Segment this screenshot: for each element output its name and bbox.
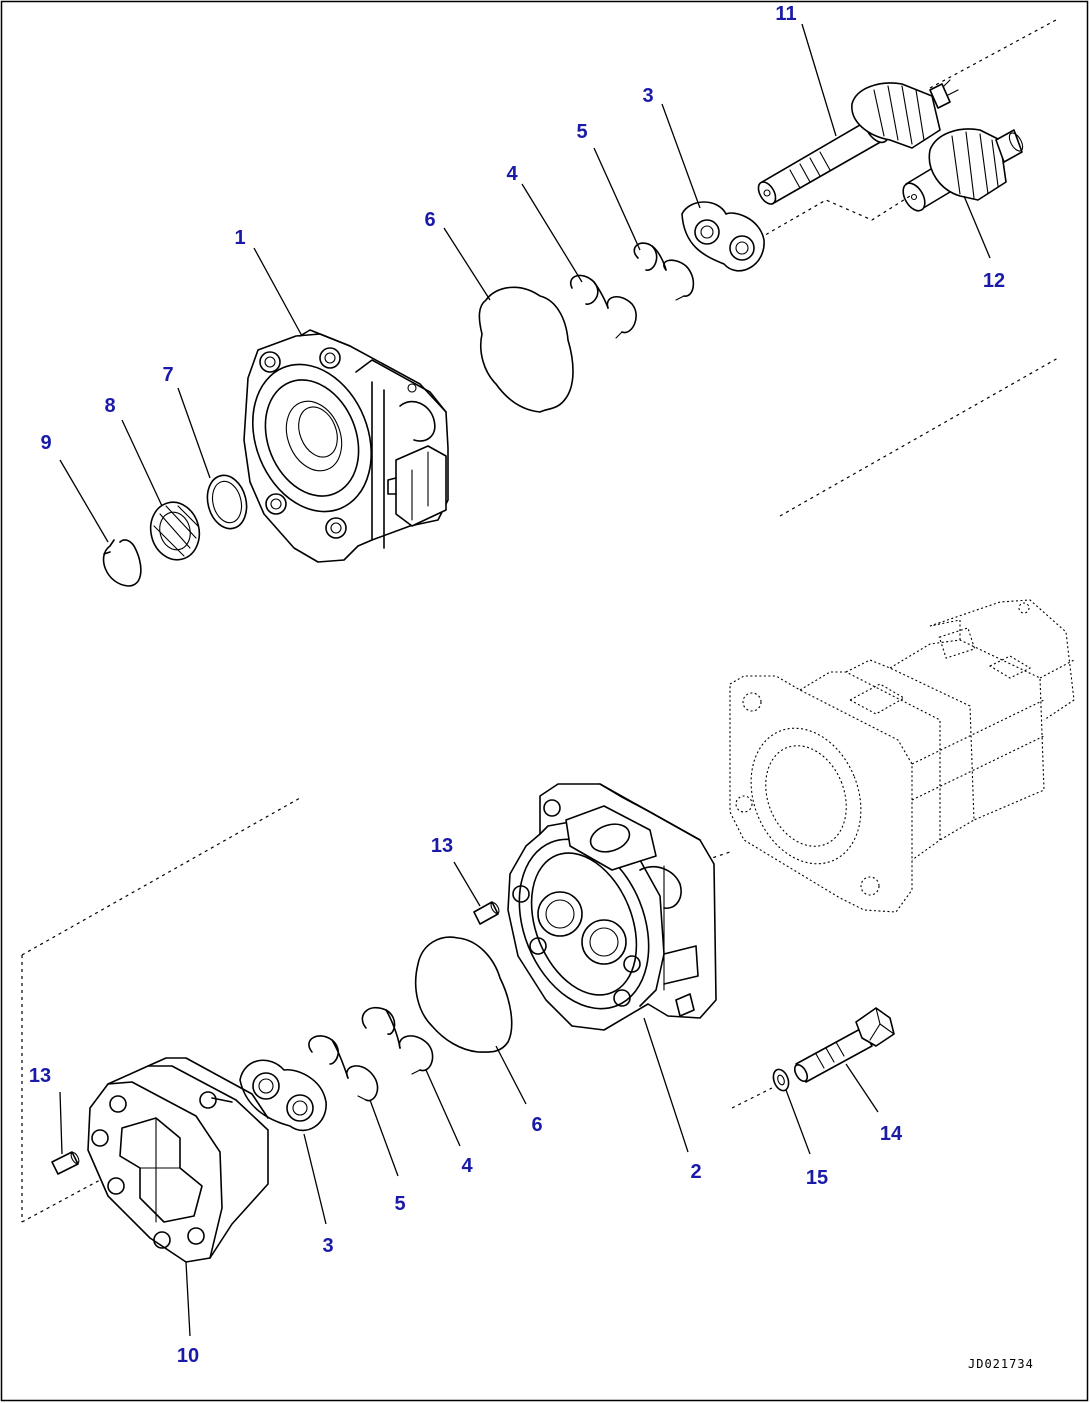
- part-13-dowel-pin-upper: [473, 901, 500, 925]
- part-3-bushing-plate-lower: [239, 1059, 327, 1132]
- callout-labels: 11 3 5 4 6 1 12 7 8 9 13 13 6 14 4 2 15 …: [29, 3, 1005, 1367]
- part-1-front-cover: [243, 329, 449, 563]
- callout-5-top: 5: [576, 121, 587, 143]
- shaft-alignment-line: [759, 195, 911, 239]
- part-8-oil-seal: [149, 501, 201, 561]
- callout-5-lower: 5: [394, 1193, 405, 1215]
- callout-11: 11: [775, 3, 796, 25]
- part-2-gear-case: [507, 783, 717, 1031]
- callout-6-lower: 6: [531, 1114, 542, 1136]
- part-6-gasket-lower: [414, 936, 513, 1053]
- callout-13-upper: 13: [431, 835, 453, 857]
- callout-4-lower: 4: [461, 1155, 473, 1177]
- callout-9: 9: [40, 432, 51, 454]
- callout-14: 14: [880, 1123, 903, 1145]
- assembly-guide-lines: [21, 19, 1059, 1223]
- diagram-code: JD021734: [968, 1357, 1034, 1371]
- part-11-drive-shaft: [757, 79, 959, 205]
- part-12-driven-gear: [902, 128, 1024, 212]
- callout-3-top: 3: [642, 85, 653, 107]
- callout-15: 15: [806, 1167, 828, 1189]
- callout-10: 10: [177, 1345, 199, 1367]
- part-4-backup-ring-top: [569, 274, 637, 339]
- callout-6-top: 6: [424, 209, 435, 231]
- part-4-backup-ring-lower: [361, 1006, 434, 1075]
- part-13-dowel-pin-lower: [51, 1151, 80, 1175]
- part-3-bushing-plate-top: [681, 201, 765, 272]
- callout-4-top: 4: [506, 163, 518, 185]
- callout-7: 7: [162, 364, 173, 386]
- callout-12: 12: [983, 270, 1005, 292]
- part-5-seal-ring-lower: [308, 1035, 379, 1102]
- callout-13-lower: 13: [29, 1065, 51, 1087]
- part-15-washer: [772, 1068, 790, 1092]
- part-10-rear-cover: [87, 1057, 269, 1263]
- callout-8: 8: [104, 395, 115, 417]
- reference-pump-assembly-outline: [729, 599, 1075, 913]
- callout-3-lower: 3: [322, 1235, 333, 1257]
- part-7-spacer-ring: [206, 474, 248, 530]
- part-5-seal-ring-top: [633, 242, 695, 301]
- part-6-gasket-top: [478, 286, 574, 413]
- callout-2: 2: [690, 1161, 701, 1183]
- leader-lines: [59, 23, 991, 1337]
- callout-1: 1: [234, 227, 245, 249]
- part-9-snap-ring: [102, 539, 142, 587]
- part-14-bolt: [793, 1007, 895, 1083]
